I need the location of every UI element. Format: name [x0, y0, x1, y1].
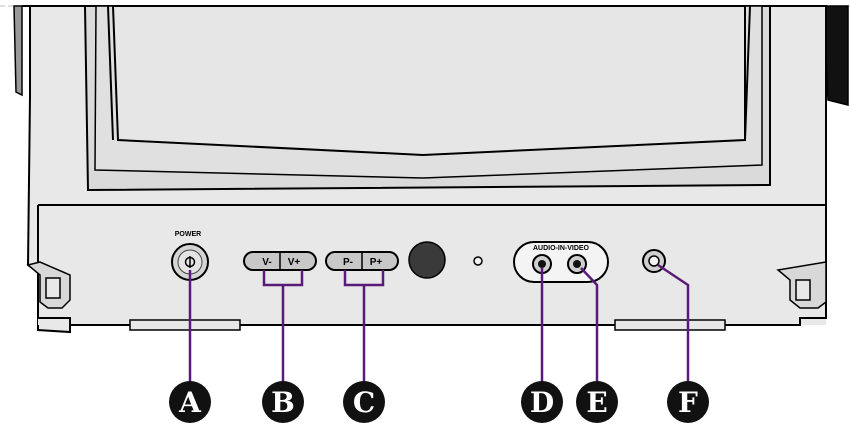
callout-c-badge: [343, 381, 385, 423]
video-in-jack-hole: [573, 260, 581, 268]
callout-f: F: [667, 381, 709, 423]
callout-f-letter: F: [678, 386, 698, 419]
callout-a-letter: A: [178, 386, 202, 419]
left-foot-tab: [45, 277, 61, 299]
bottom-tab-right: [614, 319, 726, 331]
callout-b-letter: B: [271, 386, 295, 419]
leader-lines: [188, 263, 690, 385]
callout-b: B: [262, 381, 304, 423]
callout-d-badge: [521, 381, 563, 423]
program-down-button[interactable]: P-: [343, 257, 353, 268]
volume-down-button[interactable]: V-: [262, 257, 271, 268]
callout-f-badge: [667, 381, 709, 423]
callout-e-badge: [576, 381, 618, 423]
callout-e: E: [576, 381, 618, 423]
audio-in-jack-hole: [538, 260, 546, 268]
headphone-jack-hole: [648, 255, 660, 267]
leader-line-f: [657, 263, 690, 385]
power-label: POWER: [175, 231, 201, 238]
right-foot-tab: [795, 279, 811, 301]
program-up-button[interactable]: P+: [370, 257, 383, 268]
remote-sensor: [408, 241, 446, 279]
callout-d-letter: D: [530, 386, 554, 419]
av-input-label: AUDIO-IN-VIDEO: [533, 245, 590, 252]
callout-c: C: [343, 381, 385, 423]
bottom-tab-left: [129, 319, 241, 331]
volume-up-button[interactable]: V+: [288, 257, 301, 268]
callout-c-letter: C: [353, 386, 375, 419]
crt-screen: [111, 5, 746, 157]
standby-led: [473, 256, 483, 266]
leader-line-e: [580, 267, 599, 385]
base-outline: [37, 205, 827, 326]
callout-a: A: [169, 381, 211, 423]
callout-a-badge: [169, 381, 211, 423]
right-side-panel: [823, 5, 849, 106]
callout-e-letter: E: [586, 386, 607, 419]
screen-shadow-left: [107, 5, 114, 141]
left-side-panel: [13, 5, 23, 97]
callout-d: D: [521, 381, 563, 423]
callout-b-badge: [262, 381, 304, 423]
screen-shadow-right: [744, 5, 751, 141]
